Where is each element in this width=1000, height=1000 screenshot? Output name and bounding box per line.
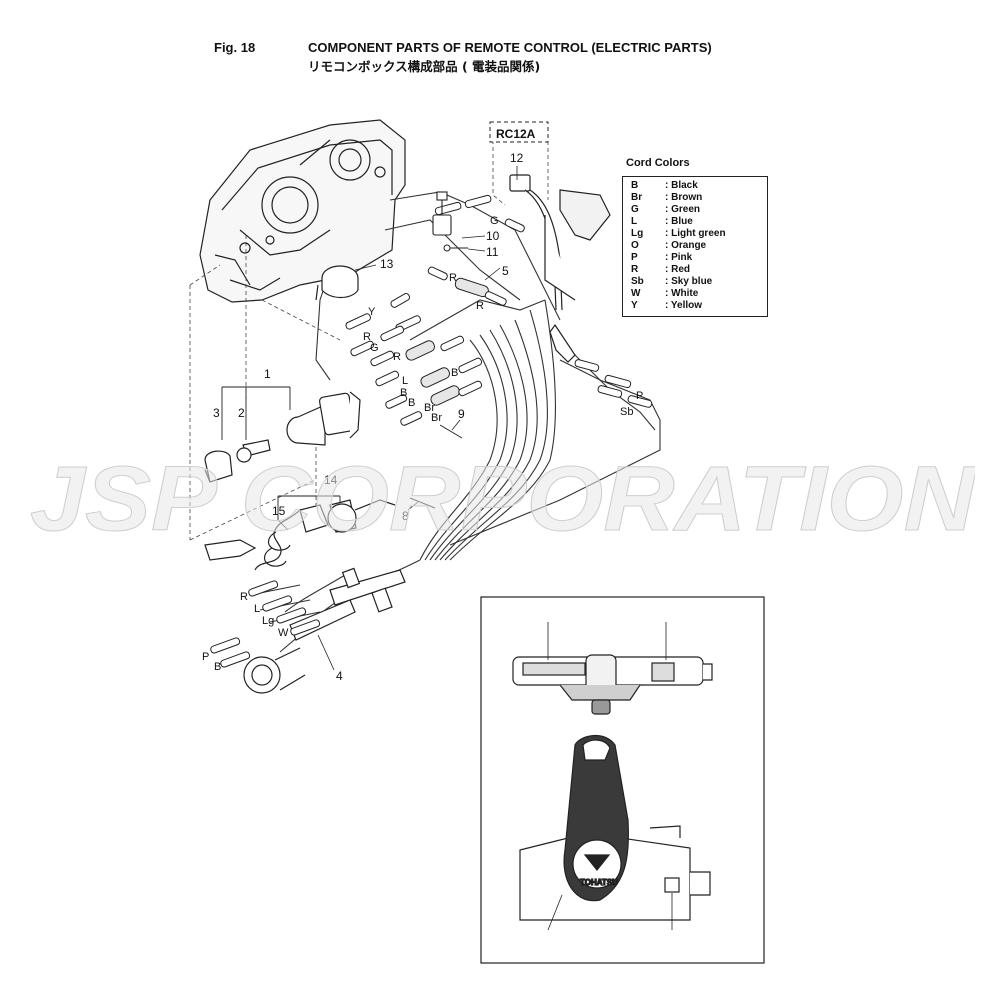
legend-color-name: : Light green — [665, 228, 726, 239]
wire-label-p-right: P — [636, 390, 643, 402]
legend-color-name: : Brown — [665, 192, 703, 203]
part-8-pin — [409, 497, 436, 509]
legend-item: Br : Brown — [623, 192, 767, 204]
wire-label-r1: R — [363, 331, 371, 343]
wire-label-r2: R — [393, 351, 401, 363]
legend-item: O : Orange — [623, 240, 767, 252]
legend-code: R — [631, 264, 639, 275]
leader-lines — [189, 139, 549, 541]
part-13-buzzer — [315, 265, 359, 301]
part-1-main-switch — [286, 391, 361, 446]
legend-code: P — [631, 252, 638, 263]
wire-label-br2: Br — [431, 412, 442, 424]
page-title-japanese: リモコンボックス構成部品 ( 電装品関係) — [308, 59, 541, 74]
legend-item: G : Green — [623, 204, 767, 216]
legend-code: Br — [631, 192, 643, 203]
callout-15: 15 — [272, 504, 286, 518]
part-12-trim-switch — [509, 174, 611, 363]
legend-item: P : Pink — [623, 252, 767, 264]
legend-item: Sb : Sky blue — [623, 276, 767, 288]
callout-14: 14 — [324, 473, 338, 487]
callout-8: 8 — [402, 509, 409, 523]
legend-color-name: : Pink — [665, 252, 693, 263]
part-11-screw — [443, 244, 468, 252]
rc12a-box: RC12A — [489, 121, 549, 143]
wire-labels: G R R Y R G R L B B Br Br B P Sb R L Lg … — [202, 215, 643, 673]
wire-label-b3: B — [451, 367, 458, 379]
wire-label-r-mid: R — [476, 300, 484, 312]
part-14-stop-switch — [299, 499, 396, 533]
legend-color-name: : Red — [665, 264, 690, 275]
callout-4: 4 — [336, 669, 343, 683]
legend-title: Cord Colors — [626, 157, 690, 169]
wire-label-p-low: P — [202, 651, 209, 663]
legend-code: G — [631, 204, 639, 215]
callout-3: 3 — [213, 406, 220, 420]
part-4-harness-plug — [243, 647, 306, 694]
page-title: COMPONENT PARTS OF REMOTE CONTROL (ELECT… — [308, 40, 712, 55]
callout-12: 12 — [510, 151, 524, 165]
part-10-plug — [432, 191, 452, 236]
legend-color-name: : Orange — [665, 240, 707, 251]
legend-code: L — [631, 216, 638, 227]
legend-item: Y : Yellow — [623, 300, 767, 312]
tohatsu-logo-text: TOHATSU — [580, 878, 618, 887]
callout-5: 5 — [502, 264, 509, 278]
legend-item: Lg : Light green — [623, 228, 767, 240]
wire-label-l1: L — [402, 375, 408, 387]
callout-9: 9 — [458, 407, 465, 421]
legend-color-name: : Blue — [665, 216, 693, 227]
legend-color-name: : Yellow — [665, 300, 703, 311]
callout-brackets — [221, 386, 341, 520]
legend-code: W — [631, 288, 641, 299]
callout-11: 11 — [486, 245, 499, 259]
legend-item: B : Black — [623, 180, 767, 192]
inset-remote-control: TOHATSU — [480, 596, 765, 964]
wire-label-l-low: L — [254, 603, 260, 615]
wire-label-g-top: G — [490, 215, 499, 227]
connector-pins — [210, 194, 653, 668]
rc12a-label: RC12A — [496, 127, 536, 141]
remote-top-view — [512, 654, 713, 715]
legend-color-name: : Black — [665, 180, 698, 191]
part-3-key-cover — [204, 450, 233, 483]
callout-10: 10 — [486, 229, 500, 243]
part-9-pin — [439, 424, 463, 439]
wire-label-w-low: W — [278, 627, 289, 639]
remote-control-housing — [199, 119, 406, 303]
legend-code: Sb — [631, 276, 644, 287]
figure-number: Fig. 18 — [214, 40, 256, 55]
wire-label-r-top: R — [449, 272, 457, 284]
wire-label-br1: Br — [424, 402, 435, 414]
legend-item: L : Blue — [623, 216, 767, 228]
legend-code: O — [631, 240, 639, 251]
callout-leaders — [277, 166, 518, 671]
legend-code: Y — [631, 300, 638, 311]
callout-2: 2 — [238, 406, 245, 420]
wire-label-sb-right: Sb — [620, 406, 633, 418]
remote-side-view: TOHATSU — [519, 735, 711, 921]
wire-label-lg-low: Lg — [262, 615, 274, 627]
wire-label-y: Y — [368, 306, 376, 318]
callout-1: 1 — [264, 367, 271, 381]
callout-13: 13 — [380, 257, 394, 271]
wire-label-b2: B — [408, 397, 415, 409]
wire-label-r-low: R — [240, 591, 248, 603]
legend-color-name: : Sky blue — [665, 276, 713, 287]
legend-color-name: : White — [665, 288, 699, 299]
legend-color-name: : Green — [665, 204, 701, 215]
legend-item: R : Red — [623, 264, 767, 276]
wire-label-b-low: B — [214, 661, 221, 673]
wire-label-b1: B — [400, 387, 407, 399]
part-2-key — [236, 439, 271, 463]
wire-label-g1: G — [370, 342, 379, 354]
legend-code: B — [631, 180, 639, 191]
part-15-lanyard — [204, 509, 301, 571]
legend-code: Lg — [631, 228, 644, 239]
legend-item: W : White — [623, 288, 767, 300]
